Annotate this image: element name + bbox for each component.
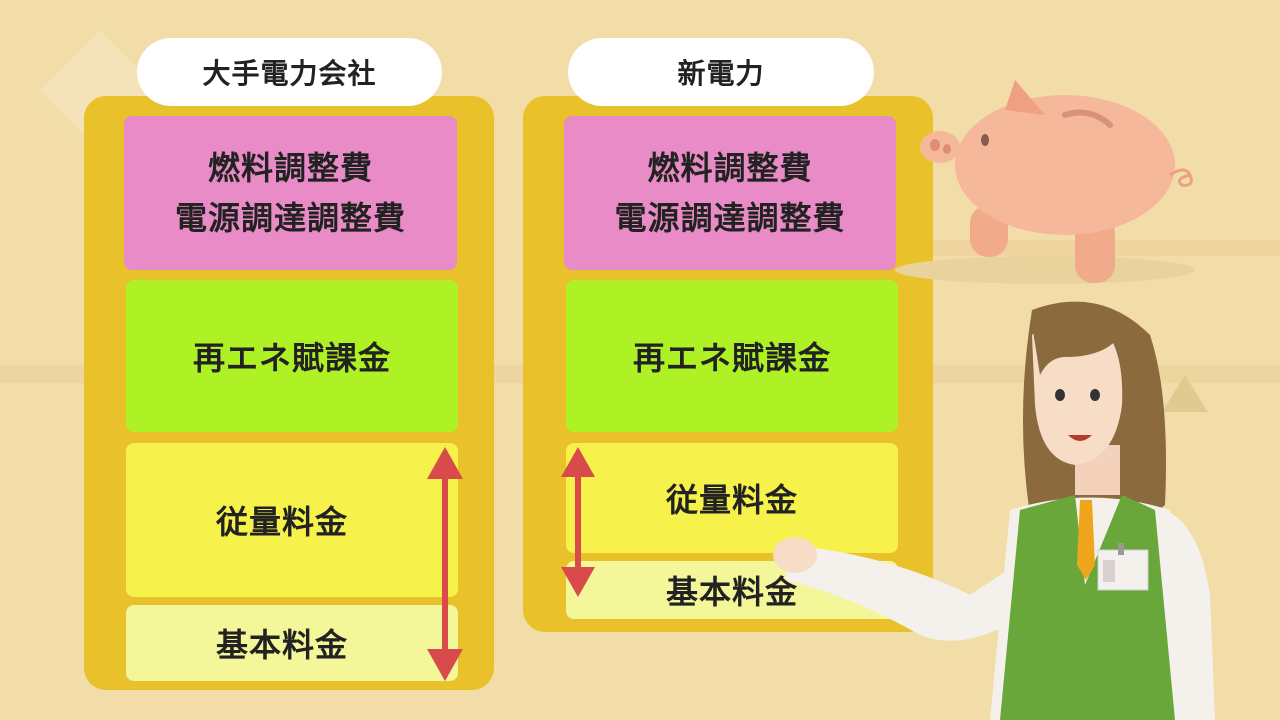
renewable-levy-box: 再エネ賦課金 (126, 280, 458, 432)
header-major-utility: 大手電力会社 (137, 38, 442, 106)
header-new-power: 新電力 (568, 38, 874, 106)
piggy-bank-icon (895, 80, 1195, 284)
base-charge-label: 基本料金 (216, 626, 349, 664)
power-procurement-label: 電源調達調整費 (174, 199, 406, 237)
fuel-adjustment-label: 燃料調整費 (647, 149, 813, 187)
usage-charge-box: 従量料金 (566, 443, 898, 553)
usage-charge-label: 従量料金 (665, 481, 798, 519)
double-arrow-new-power (561, 447, 595, 597)
base-charge-label: 基本料金 (665, 573, 798, 611)
power-procurement-label: 電源調達調整費 (614, 199, 846, 237)
renewable-levy-label: 再エネ賦課金 (192, 339, 391, 377)
fuel-adjustment-box: 燃料調整費 電源調達調整費 (124, 116, 457, 270)
renewable-levy-label: 再エネ賦課金 (632, 339, 831, 377)
fuel-adjustment-box: 燃料調整費 電源調達調整費 (564, 116, 896, 270)
background-triangle (1162, 375, 1208, 412)
renewable-levy-box: 再エネ賦課金 (566, 280, 898, 432)
usage-charge-label: 従量料金 (216, 503, 349, 541)
double-arrow-major (427, 447, 463, 681)
usage-charge-box: 従量料金 (126, 443, 458, 597)
base-charge-box: 基本料金 (126, 605, 458, 681)
fuel-adjustment-label: 燃料調整費 (207, 149, 373, 187)
presenter-illustration (773, 301, 1215, 720)
